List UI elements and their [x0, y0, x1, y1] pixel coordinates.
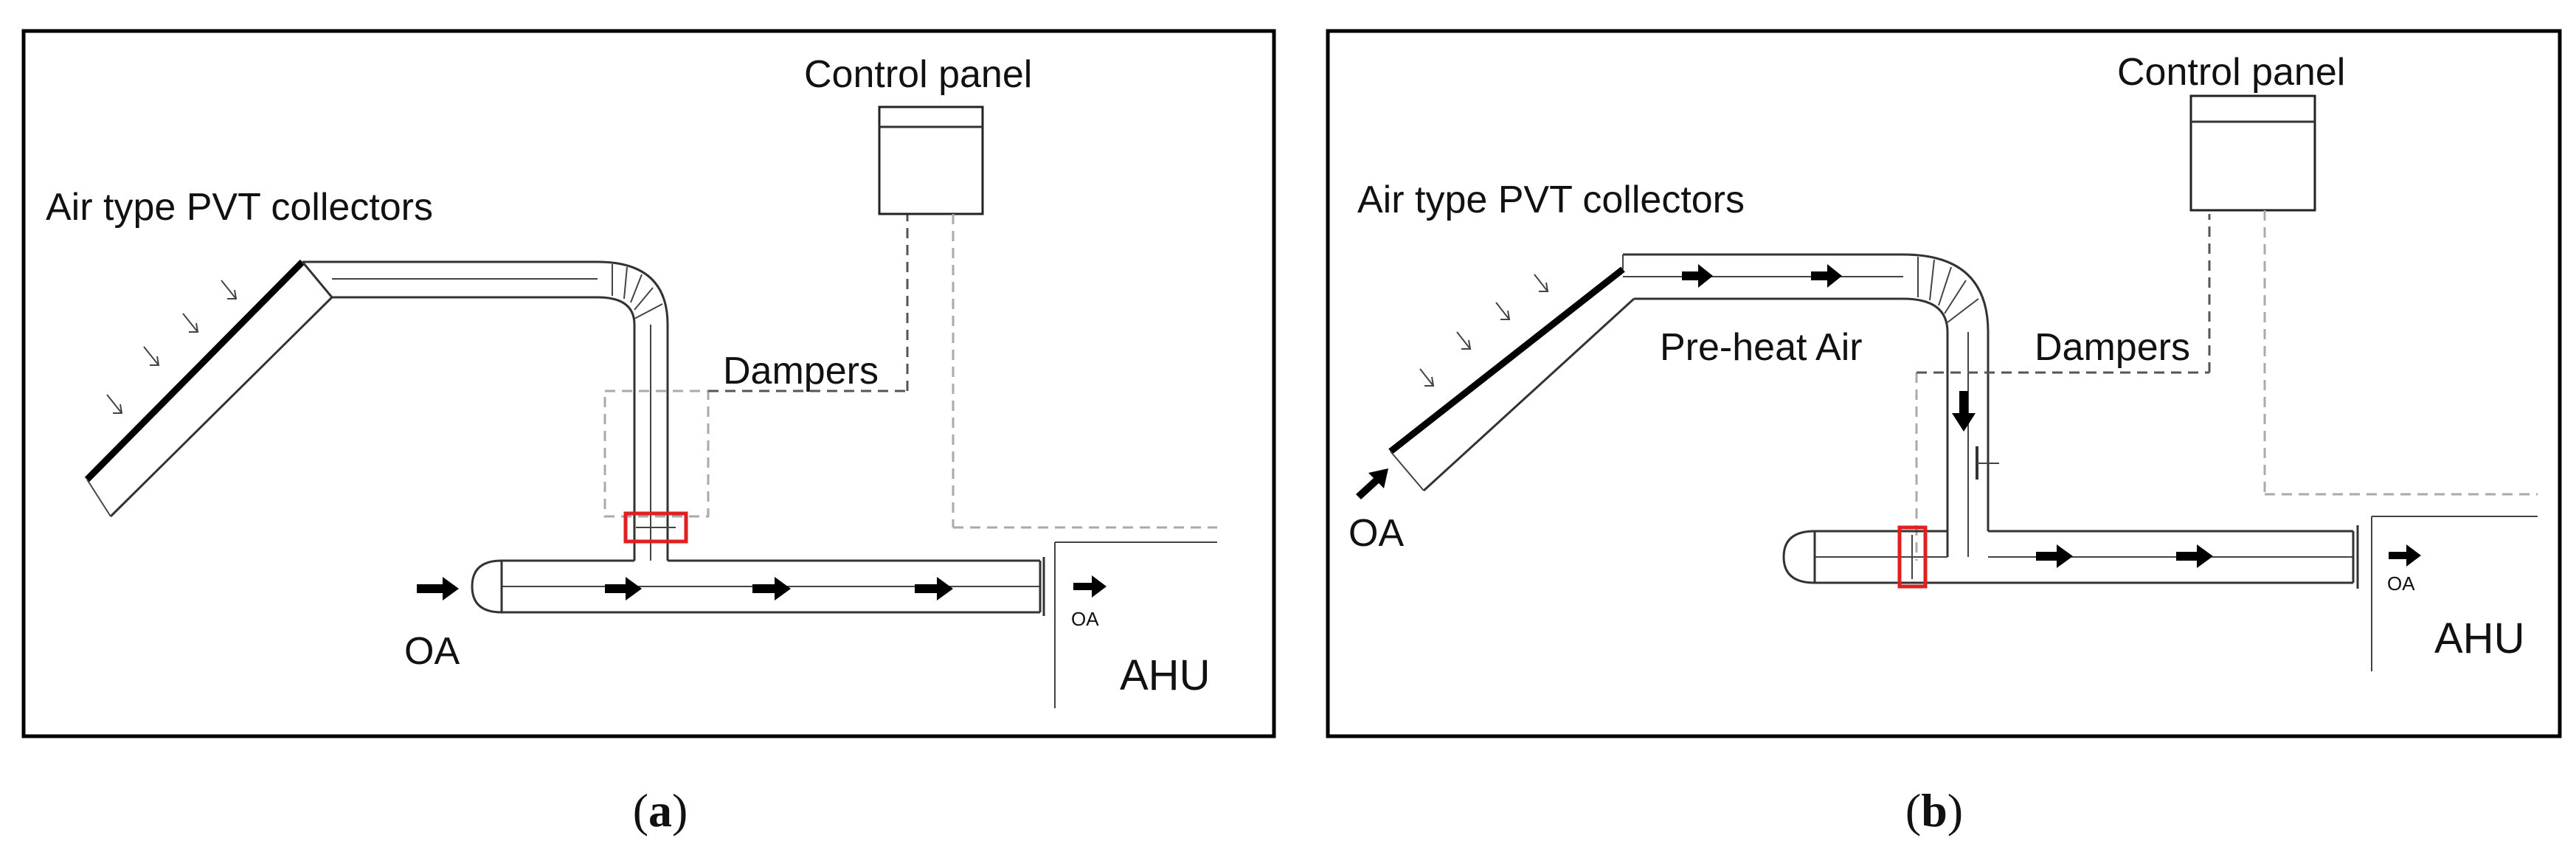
oa-inlet-label-b: OA	[1348, 512, 1404, 555]
ahu-label-a: AHU	[1120, 651, 1210, 699]
damper-housing-a	[603, 390, 710, 518]
panel-b-frame	[1326, 29, 2562, 738]
dampers-label-a: Dampers	[723, 350, 879, 392]
duct-elbow-b	[1902, 253, 1990, 333]
caption-b: (b)	[1905, 784, 1963, 837]
flow-arrows-a	[417, 575, 1107, 600]
oa-outlet-label-b: OA	[2387, 572, 2415, 595]
control-panel-label-a: Control panel	[804, 53, 1032, 96]
preheat-air-label-b: Pre-heat Air	[1660, 326, 1863, 369]
oa-inlet-label-a: OA	[404, 630, 460, 673]
collector-duct-lower-b	[1422, 297, 1635, 492]
flow-arrows-b	[1682, 264, 2421, 568]
panel-a-frame	[21, 29, 1276, 738]
solar-radiation-arrows-a	[106, 280, 238, 414]
panel-b: Air type PVT collectors Control panel Da…	[1326, 29, 2562, 738]
collectors-label-b: Air type PVT collectors	[1357, 179, 1745, 221]
pvt-collector-b	[1388, 266, 1625, 454]
svg-text:(b): (b)	[1905, 784, 1963, 837]
duct-elbow-a	[597, 260, 669, 325]
control-panel-b	[2189, 94, 2316, 212]
collectors-label-a: Air type PVT collectors	[46, 186, 433, 229]
dampers-label-b: Dampers	[2035, 326, 2190, 369]
supply-duct-upper-b	[1622, 253, 1903, 300]
caption-a-letter: a	[648, 784, 672, 837]
oa-outlet-label-a: OA	[1071, 608, 1099, 630]
caption-b-letter: b	[1921, 784, 1947, 837]
vertical-duct-b	[1946, 332, 1990, 557]
pvt-collector-a	[84, 259, 305, 482]
damper-highlight-a	[623, 511, 688, 544]
damper-highlight-b	[1897, 525, 1928, 589]
control-panel-a	[878, 105, 984, 215]
main-duct-b	[1815, 525, 2359, 589]
svg-text:(a): (a)	[633, 784, 688, 837]
collector-duct-lower-a	[109, 296, 333, 518]
caption-a: (a)	[633, 784, 688, 837]
panel-a: Air type PVT collectors Control panel Da…	[21, 29, 1276, 738]
supply-duct-upper-a	[301, 260, 598, 299]
outdoor-air-intake-hood-a	[471, 559, 503, 614]
solar-radiation-arrows-b	[1419, 274, 1549, 387]
oa-into-collector-arrow-b	[1356, 468, 1388, 499]
outdoor-air-intake-hood-b	[1782, 530, 1816, 584]
vertical-duct-a	[633, 325, 669, 561]
ahu-label-b: AHU	[2434, 615, 2524, 662]
control-panel-label-b: Control panel	[2117, 51, 2345, 94]
